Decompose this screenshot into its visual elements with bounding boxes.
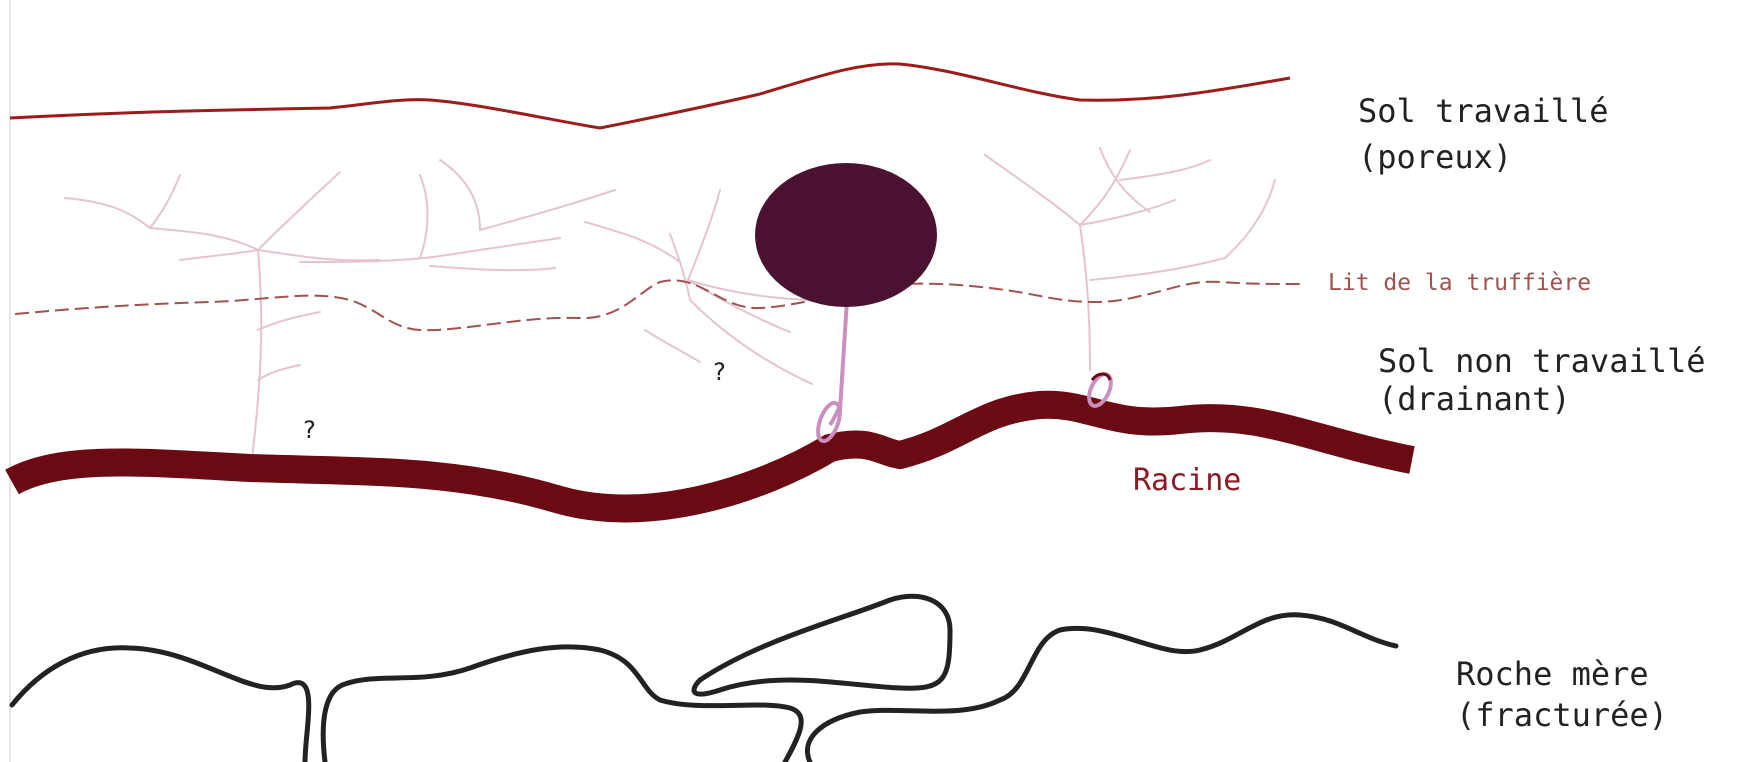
label-sol-travaille-subtitle: (poreux) bbox=[1358, 138, 1512, 176]
bedrock bbox=[12, 596, 1396, 762]
label-roche-mere-subtitle: (fracturée) bbox=[1456, 696, 1668, 734]
label-sol-travaille: Sol travaillé bbox=[1358, 92, 1608, 130]
label-roche-mere: Roche mère bbox=[1456, 655, 1649, 693]
label-lit-truffiere: Lit de la truffière bbox=[1328, 270, 1591, 296]
label-sol-non-travaille: Sol non travaillé bbox=[1378, 342, 1706, 380]
question-mark-center: ? bbox=[712, 358, 726, 386]
truffle-stalk bbox=[840, 300, 847, 410]
question-mark-left: ? bbox=[302, 416, 316, 444]
bedrock-block-1 bbox=[12, 648, 309, 762]
label-racine: Racine bbox=[1133, 463, 1241, 498]
truffle-bed-dashed-line bbox=[15, 280, 1300, 330]
truffle bbox=[755, 163, 937, 307]
label-sol-non-travaille-subtitle: (drainant) bbox=[1378, 380, 1571, 418]
soil-surface-line bbox=[10, 64, 1290, 128]
bedrock-lens bbox=[694, 596, 950, 694]
